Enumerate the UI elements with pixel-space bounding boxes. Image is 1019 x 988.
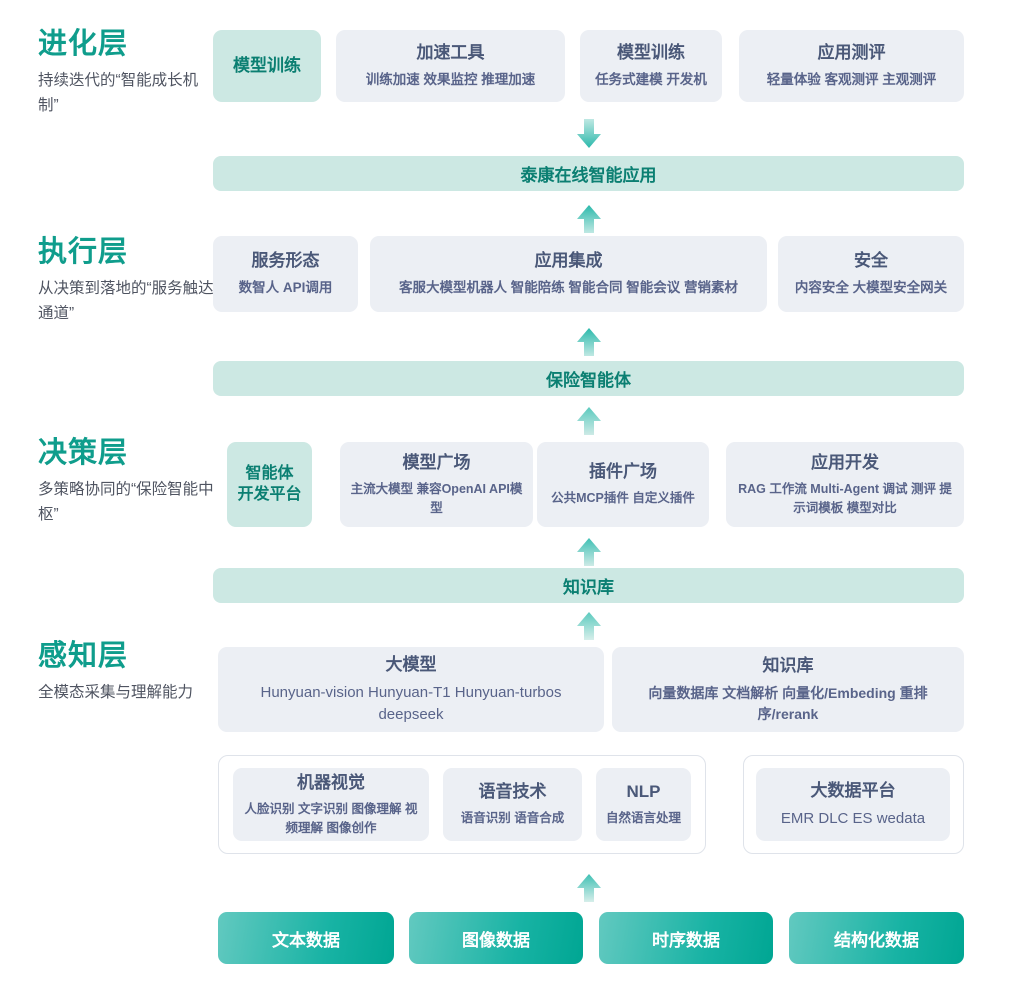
layer-title-evolution: 进化层 bbox=[38, 28, 129, 60]
box-decision-agent-dev-platform[interactable]: 智能体 开发平台 bbox=[227, 442, 312, 527]
layer-desc-decision: 多策略协同的“保险智能中枢” bbox=[38, 481, 214, 524]
chip-text-data[interactable]: 文本数据 bbox=[218, 912, 394, 964]
box-subtitle: Hunyuan-vision Hunyuan-T1 Hunyuan-turbos… bbox=[260, 683, 562, 723]
arrow-up-to-agent-icon bbox=[576, 327, 602, 357]
arrow-down-to-app-icon bbox=[576, 119, 602, 149]
layer-desc-evolution: 持续迭代的“智能成长机制” bbox=[38, 72, 199, 115]
bar-insurance-agent[interactable]: 保险智能体 bbox=[213, 361, 964, 396]
box-evolution-model-training-platform[interactable]: 模型训练 bbox=[213, 30, 321, 102]
box-subtitle: 自然语言处理 bbox=[605, 811, 681, 826]
box-subtitle: 内容安全 大模型安全网关 bbox=[794, 280, 948, 296]
chip-timeseries-data[interactable]: 时序数据 bbox=[599, 912, 773, 964]
chip-image-data[interactable]: 图像数据 bbox=[409, 912, 583, 964]
box-title: 安全 bbox=[854, 251, 888, 271]
box-title: 模型广场 bbox=[402, 453, 471, 473]
box-perception-knowledge-base[interactable]: 知识库 向量数据库 文档解析 向量化/Embeding 重排序/rerank bbox=[612, 647, 964, 732]
box-subtitle: RAG 工作流 Multi-Agent 调试 测评 提示词模板 模型对比 bbox=[738, 482, 952, 515]
arrow-up-to-app-icon bbox=[576, 204, 602, 234]
box-perception-large-model[interactable]: 大模型 Hunyuan-vision Hunyuan-T1 Hunyuan-tu… bbox=[218, 647, 604, 732]
box-title: 智能体 开发平台 bbox=[237, 464, 302, 503]
box-subtitle: 客服大模型机器人 智能陪练 智能合同 智能会议 营销素材 bbox=[398, 280, 738, 296]
arrow-up-to-kb-icon bbox=[576, 537, 602, 567]
box-subtitle: 轻量体验 客观测评 主观测评 bbox=[766, 72, 937, 88]
box-decision-application-development[interactable]: 应用开发 RAG 工作流 Multi-Agent 调试 测评 提示词模板 模型对… bbox=[726, 442, 964, 527]
box-subtitle: 主流大模型 兼容OpenAI API模型 bbox=[350, 482, 523, 515]
box-perception-machine-vision[interactable]: 机器视觉 人脸识别 文字识别 图像理解 视频理解 图像创作 bbox=[233, 768, 429, 841]
layer-title-execution: 执行层 bbox=[38, 236, 129, 268]
box-perception-nlp[interactable]: NLP 自然语言处理 bbox=[596, 768, 691, 841]
box-subtitle: 公共MCP插件 自定义插件 bbox=[551, 491, 695, 506]
box-title: 应用集成 bbox=[534, 251, 603, 271]
arrow-up-from-perception-icon bbox=[576, 611, 602, 641]
box-title: NLP bbox=[626, 782, 661, 802]
box-subtitle: 数智人 API调用 bbox=[238, 280, 333, 296]
chip-label: 图像数据 bbox=[462, 930, 530, 950]
box-evolution-model-training[interactable]: 模型训练 任务式建模 开发机 bbox=[580, 30, 722, 102]
layer-title-decision: 决策层 bbox=[38, 437, 129, 469]
box-subtitle: EMR DLC ES wedata bbox=[780, 809, 926, 827]
box-title: 机器视觉 bbox=[297, 773, 365, 793]
box-perception-speech-tech[interactable]: 语音技术 语音识别 语音合成 bbox=[443, 768, 582, 841]
box-decision-model-plaza[interactable]: 模型广场 主流大模型 兼容OpenAI API模型 bbox=[340, 442, 533, 527]
box-subtitle: 训练加速 效果监控 推理加速 bbox=[365, 72, 536, 88]
chip-label: 结构化数据 bbox=[834, 930, 919, 950]
box-perception-big-data-platform[interactable]: 大数据平台 EMR DLC ES wedata bbox=[756, 768, 950, 841]
box-title: 大模型 bbox=[385, 654, 437, 674]
box-subtitle: 人脸识别 文字识别 图像理解 视频理解 图像创作 bbox=[244, 802, 418, 835]
box-evolution-application-evaluation[interactable]: 应用测评 轻量体验 客观测评 主观测评 bbox=[739, 30, 964, 102]
layer-label-decision: 决策层 多策略协同的“保险智能中枢” bbox=[38, 437, 218, 528]
box-title: 服务形态 bbox=[251, 251, 320, 271]
box-title: 模型训练 bbox=[617, 43, 685, 63]
layer-label-evolution: 进化层 持续迭代的“智能成长机制” bbox=[38, 28, 218, 119]
layer-label-execution: 执行层 从决策到落地的“服务触达通道” bbox=[38, 236, 218, 327]
bar-label: 泰康在线智能应用 bbox=[520, 166, 657, 185]
box-execution-service-form[interactable]: 服务形态 数智人 API调用 bbox=[213, 236, 358, 312]
box-execution-security[interactable]: 安全 内容安全 大模型安全网关 bbox=[778, 236, 964, 312]
box-subtitle: 任务式建模 开发机 bbox=[595, 72, 707, 88]
chip-label: 时序数据 bbox=[652, 930, 720, 950]
box-execution-application-integration[interactable]: 应用集成 客服大模型机器人 智能陪练 智能合同 智能会议 营销素材 bbox=[370, 236, 767, 312]
box-title: 插件广场 bbox=[589, 462, 657, 482]
arrow-up-from-data-icon bbox=[576, 873, 602, 903]
bar-label: 保险智能体 bbox=[546, 371, 631, 390]
layer-label-perception: 感知层 全模态采集与理解能力 bbox=[38, 640, 218, 705]
box-title: 语音技术 bbox=[478, 782, 547, 802]
box-title: 知识库 bbox=[762, 656, 814, 676]
arrow-up-from-decision-icon bbox=[576, 406, 602, 436]
box-title: 应用开发 bbox=[811, 453, 879, 473]
box-title: 模型训练 bbox=[233, 55, 301, 75]
box-title: 加速工具 bbox=[416, 43, 485, 63]
bar-taikang-online-smart-app[interactable]: 泰康在线智能应用 bbox=[213, 156, 964, 191]
layer-title-perception: 感知层 bbox=[38, 640, 129, 672]
bar-knowledge-base[interactable]: 知识库 bbox=[213, 568, 964, 603]
box-subtitle: 向量数据库 文档解析 向量化/Embeding 重排序/rerank bbox=[648, 685, 928, 722]
chip-structured-data[interactable]: 结构化数据 bbox=[789, 912, 964, 964]
layer-desc-perception: 全模态采集与理解能力 bbox=[38, 684, 194, 702]
bar-label: 知识库 bbox=[563, 578, 614, 597]
box-title: 应用测评 bbox=[817, 43, 886, 63]
layer-desc-execution: 从决策到落地的“服务触达通道” bbox=[38, 280, 214, 323]
box-title: 大数据平台 bbox=[810, 780, 896, 800]
box-subtitle: 语音识别 语音合成 bbox=[460, 811, 565, 826]
chip-label: 文本数据 bbox=[272, 930, 340, 950]
box-evolution-acceleration-tools[interactable]: 加速工具 训练加速 效果监控 推理加速 bbox=[336, 30, 565, 102]
box-decision-plugin-plaza[interactable]: 插件广场 公共MCP插件 自定义插件 bbox=[537, 442, 709, 527]
